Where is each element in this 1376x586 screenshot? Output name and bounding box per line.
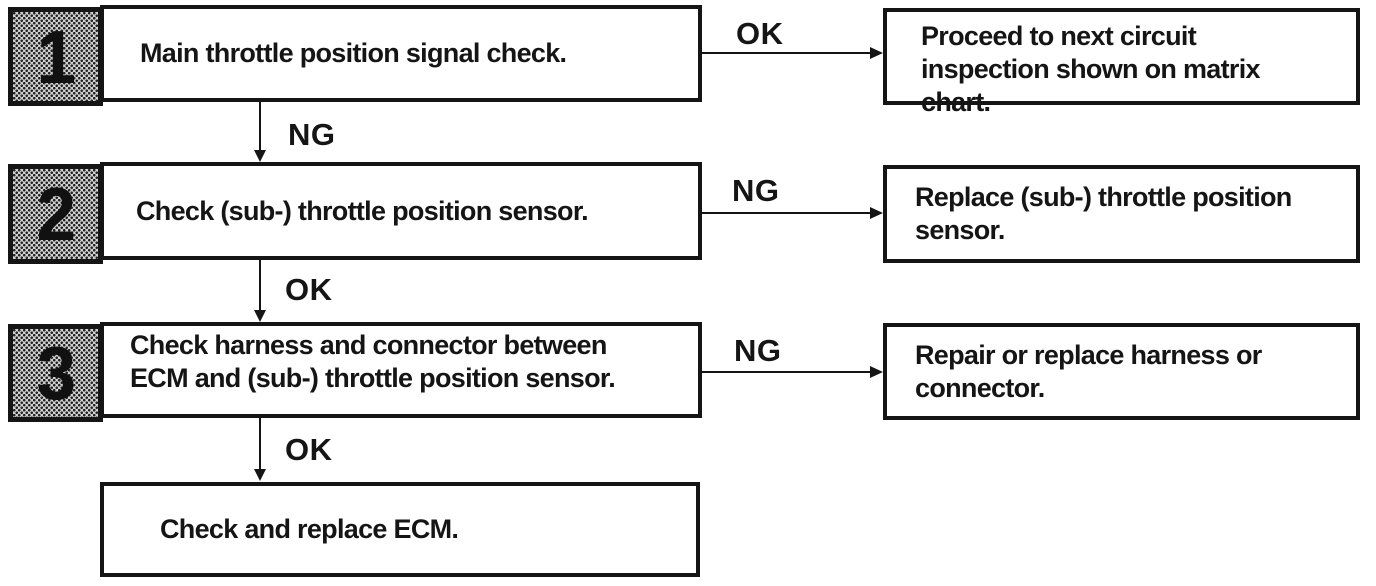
step-number-badge-1: 1 [8, 7, 103, 106]
arrowhead-down-icon [254, 469, 266, 481]
step-number-2: 2 [36, 172, 75, 256]
result-text-3: Repair or replace harness or connector. [915, 339, 1262, 403]
branch-line-2 [702, 212, 871, 214]
branch-condition-label-2: NG [732, 173, 780, 208]
arrowhead-right-icon [870, 366, 883, 378]
result-text-1: Proceed to next circuit inspection shown… [921, 21, 1261, 117]
down-condition-label-2: OK [285, 272, 333, 307]
result-text-2: Replace (sub-) throttle position sensor. [915, 182, 1292, 245]
down-line-1 [259, 102, 261, 151]
arrowhead-right-icon [870, 47, 883, 59]
arrowhead-right-icon [870, 207, 883, 219]
step-text-4: Check and replace ECM. [160, 514, 459, 544]
step-box-1: Main throttle position signal check. [100, 5, 702, 102]
arrowhead-down-icon [254, 310, 266, 322]
step-number-3: 3 [36, 331, 75, 415]
branch-line-1 [702, 52, 871, 54]
down-condition-label-1: NG [288, 117, 336, 152]
result-box-3: Repair or replace harness or connector. [883, 323, 1360, 420]
step-number-badge-3: 3 [8, 324, 103, 422]
result-box-2: Replace (sub-) throttle position sensor. [883, 165, 1360, 263]
branch-condition-label-3: NG [734, 333, 782, 368]
down-line-2 [259, 260, 261, 311]
branch-line-3 [702, 371, 871, 373]
step-number-1: 1 [36, 14, 75, 99]
step-text-1: Main throttle position signal check. [140, 38, 567, 68]
step-number-badge-2: 2 [8, 164, 103, 264]
result-box-1: Proceed to next circuit inspection shown… [883, 8, 1360, 117]
down-condition-label-3: OK [285, 432, 333, 467]
arrowhead-down-icon [254, 150, 266, 162]
step-box-4: Check and replace ECM. [100, 482, 700, 577]
step-box-2: Check (sub-) throttle position sensor. [100, 162, 702, 260]
step-text-2: Check (sub-) throttle position sensor. [136, 195, 589, 226]
step-box-3: Check harness and connector between ECM … [100, 322, 702, 418]
down-line-3 [259, 418, 261, 470]
branch-condition-label-1: OK [736, 16, 784, 51]
step-text-3: Check harness and connector between ECM … [130, 330, 616, 393]
